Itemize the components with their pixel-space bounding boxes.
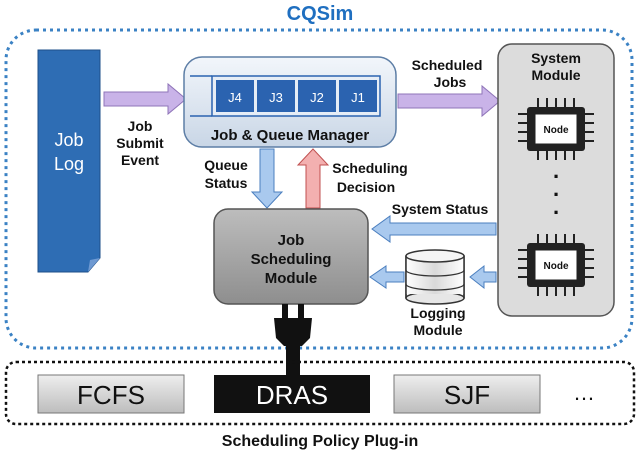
- svg-text:Jobs: Jobs: [434, 74, 467, 90]
- plugin-sjf[interactable]: SJF: [393, 374, 541, 414]
- svg-text:SJF: SJF: [444, 380, 490, 410]
- plugin-bar-boundary: [4, 360, 636, 426]
- queue-slot: J2: [298, 80, 336, 112]
- scheduling-decision-arrow: [296, 148, 330, 209]
- svg-text:Decision: Decision: [337, 179, 395, 195]
- logging-module-label: Logging Module: [410, 305, 465, 338]
- svg-text:Node: Node: [544, 261, 569, 272]
- system-status-label: System Status: [392, 201, 489, 217]
- logging-to-scheduler-arrow: [369, 265, 405, 289]
- svg-text:Job: Job: [278, 232, 305, 249]
- job-scheduling-module: Job Scheduling Module: [213, 208, 369, 305]
- scheduled-jobs-label: Scheduled Jobs: [412, 57, 483, 90]
- svg-text:Node: Node: [544, 125, 569, 136]
- svg-text:Logging: Logging: [410, 305, 465, 321]
- queue-slot: J3: [257, 80, 295, 112]
- log-arrow: [469, 264, 497, 290]
- scheduling-decision-label: Scheduling Decision: [332, 160, 407, 195]
- plugin-dras[interactable]: DRAS: [214, 375, 370, 413]
- svg-text:Scheduled: Scheduled: [412, 57, 483, 73]
- scheduled-jobs-arrow: [397, 84, 501, 118]
- svg-text:DRAS: DRAS: [256, 380, 328, 410]
- plugin-more: …: [573, 380, 595, 405]
- job-log-label-line2: Log: [54, 154, 84, 174]
- queue-status-label: Queue Status: [204, 157, 248, 191]
- svg-text:J4: J4: [228, 90, 242, 105]
- system-status-arrow: [371, 215, 497, 243]
- job-submit-arrow: [103, 82, 187, 116]
- plug-connector-icon: [274, 304, 312, 376]
- svg-text:J2: J2: [310, 90, 324, 105]
- job-submit-label: Job Submit Event: [116, 118, 164, 168]
- svg-text:Scheduling: Scheduling: [251, 251, 332, 268]
- svg-text:Module: Module: [265, 270, 318, 287]
- node-chip-icon: Node: [518, 98, 594, 160]
- svg-text:Status: Status: [205, 175, 248, 191]
- svg-text:.: .: [553, 194, 559, 219]
- queue-status-arrow: [250, 148, 284, 209]
- svg-text:Queue: Queue: [204, 157, 248, 173]
- logging-module-database-icon: [405, 249, 465, 305]
- plugin-caption: Scheduling Policy Plug-in: [222, 433, 418, 450]
- svg-text:Submit: Submit: [116, 135, 164, 151]
- svg-text:System: System: [531, 50, 581, 66]
- svg-text:.: .: [553, 158, 559, 183]
- cqsim-boundary: [4, 28, 634, 350]
- queue-slot: J1: [339, 80, 377, 112]
- node-ellipsis: . . .: [553, 158, 559, 219]
- job-queue-manager: J4 J3 J2 J1 Job & Queue Manager: [183, 56, 397, 148]
- svg-text:FCFS: FCFS: [77, 380, 145, 410]
- queue-slot: J4: [216, 80, 254, 112]
- svg-text:J1: J1: [351, 90, 365, 105]
- job-log-label-line1: Job: [54, 130, 83, 150]
- plugin-fcfs[interactable]: FCFS: [37, 374, 185, 414]
- svg-text:Module: Module: [414, 322, 463, 338]
- svg-text:Scheduling: Scheduling: [332, 160, 407, 176]
- svg-text:Job: Job: [128, 118, 153, 134]
- svg-text:J3: J3: [269, 90, 283, 105]
- svg-text:Module: Module: [532, 67, 581, 83]
- svg-text:.: .: [553, 176, 559, 201]
- queue-manager-label: Job & Queue Manager: [211, 127, 370, 144]
- svg-text:Event: Event: [121, 152, 159, 168]
- node-chip-icon: Node: [518, 234, 594, 296]
- diagram-title: CQSim: [287, 3, 354, 25]
- job-log: Job Log: [37, 49, 101, 273]
